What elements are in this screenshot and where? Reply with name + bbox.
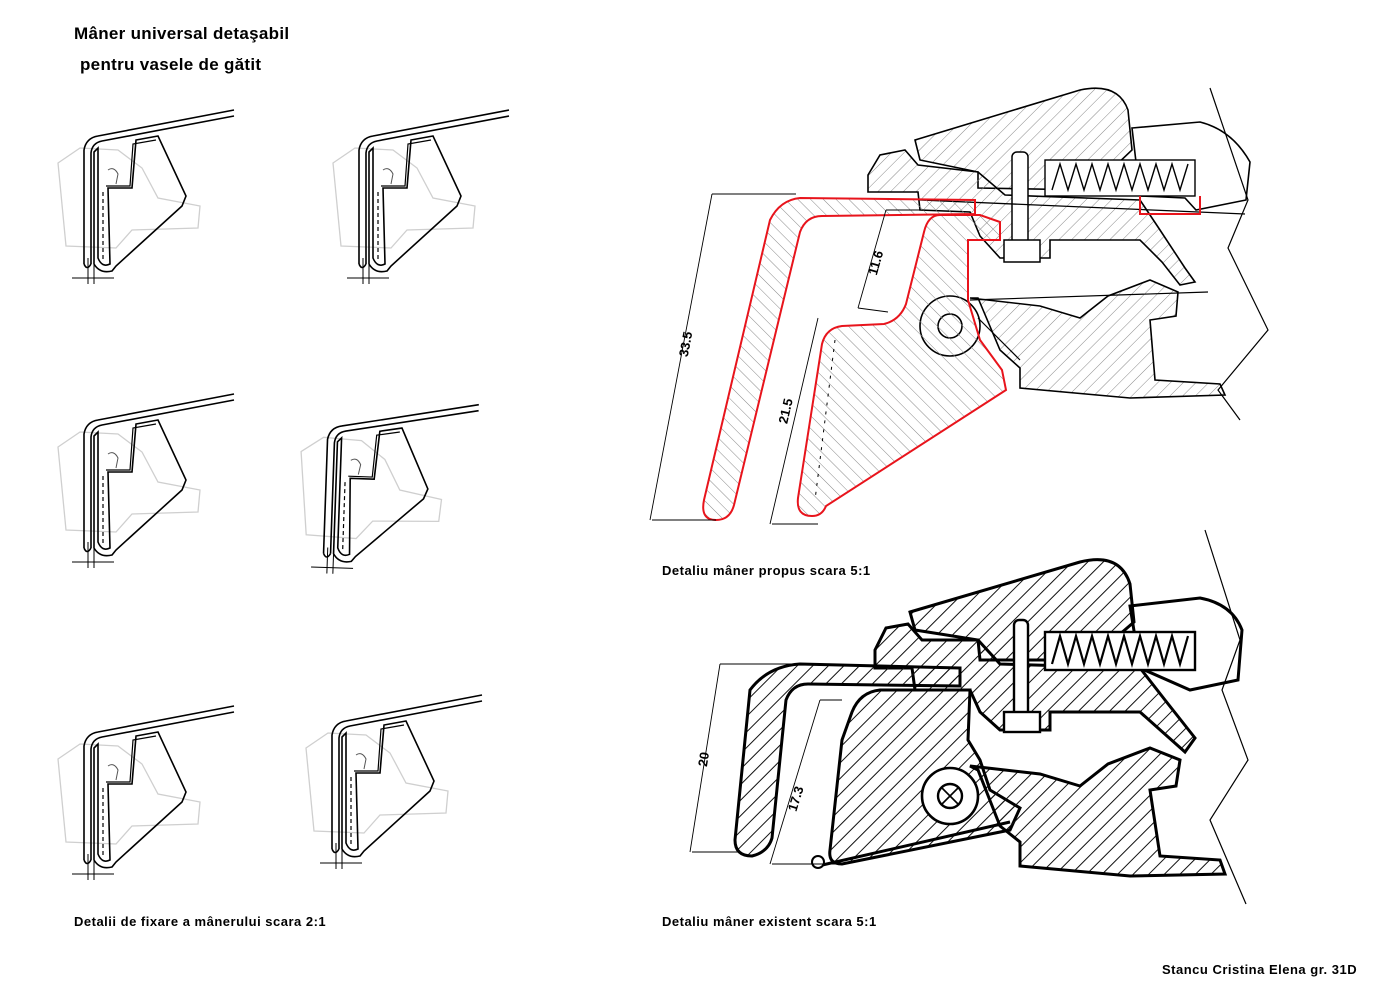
caption-fixing-details: Detalii de fixare a mânerului scara 2:1	[74, 914, 327, 929]
fixing-detail-5	[57, 705, 235, 881]
fixing-detail-6	[305, 694, 483, 870]
existing-handle-detail: 20 17.3	[689, 529, 1249, 905]
caption-proposed-detail: Detaliu mâner propus scara 5:1	[662, 563, 871, 578]
title-line-2: pentru vasele de gătit	[80, 55, 262, 74]
dim-20: 20	[695, 751, 712, 768]
caption-existing-detail: Detaliu mâner existent scara 5:1	[662, 914, 877, 929]
dim-17-3: 17.3	[785, 784, 807, 813]
fixing-detail-4	[296, 397, 480, 580]
title-line-1: Mâner universal detaşabil	[74, 24, 290, 43]
dim-33-5: 33.5	[676, 330, 696, 358]
proposed-handle-detail: 33.5 11.6 21.5	[649, 87, 1269, 525]
dim-21-5: 21.5	[775, 397, 795, 425]
fixing-detail-2	[332, 109, 510, 285]
dim-11-6: 11.6	[865, 249, 886, 277]
author-credit: Stancu Cristina Elena gr. 31D	[1162, 962, 1358, 977]
fixing-detail-1	[57, 109, 235, 285]
fixing-detail-3	[57, 393, 235, 569]
